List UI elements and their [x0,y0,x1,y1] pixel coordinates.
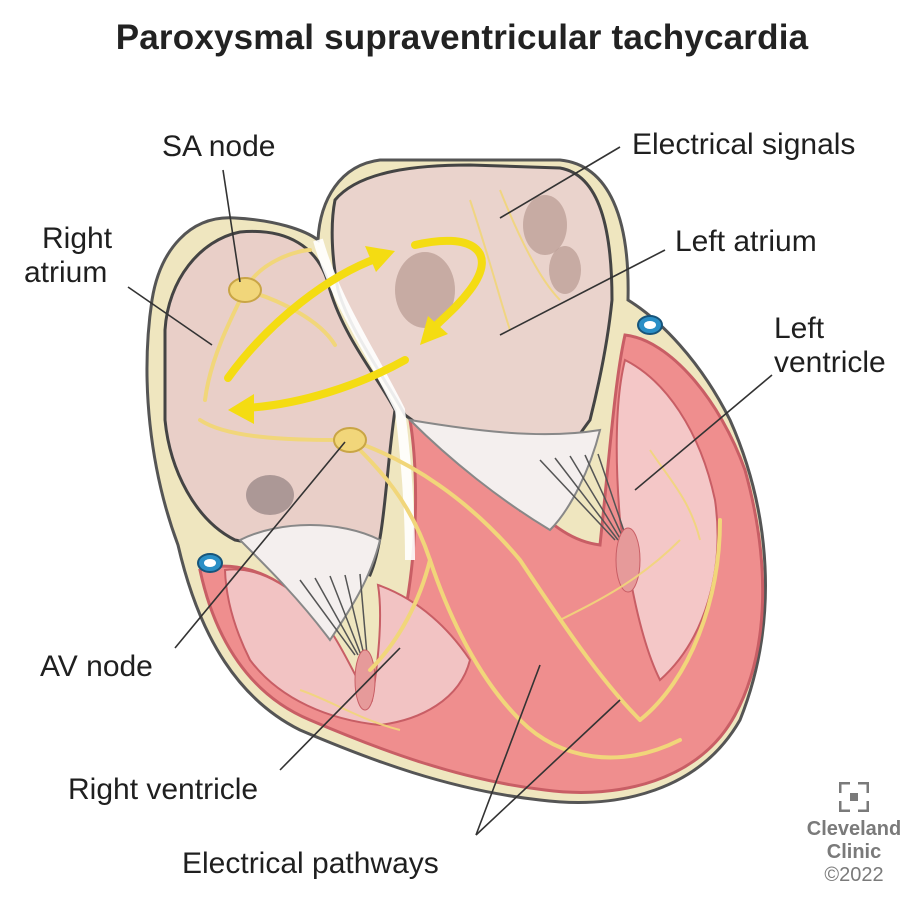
pulmonary-vein-opening [395,252,455,328]
brand-name-line2: Clinic [826,841,882,863]
label-sa-node: SA node [162,130,276,163]
papillary-muscle [354,649,376,711]
label-right-atrium-line2: atrium [24,256,108,289]
label-right-ventricle: Right ventricle [68,773,259,806]
arrow-heads [228,246,448,424]
brand-name-line1: Cleveland [806,818,902,840]
papillary-muscle [615,527,641,593]
cleveland-clinic-logo: Cleveland Clinic ©2022 [806,782,902,887]
copyright-notice: ©2022 [824,864,884,886]
interatrial-septum [313,238,415,561]
vena-cava-opening [246,475,294,515]
leader-lines [127,146,773,836]
signal-arrows [224,236,486,412]
cleveland-clinic-logo-icon [839,782,869,812]
label-left-ventricle-line1: Left [774,312,825,345]
label-right-atrium-line1: Right [42,222,113,255]
label-electrical-signals: Electrical signals [632,128,856,161]
chordae-tendineae [299,453,628,656]
coronary-vessel [197,553,223,573]
diagram-title: Paroxysmal supraventricular tachycardia [115,18,809,57]
coronary-vessel [637,315,663,335]
label-av-node: AV node [40,650,153,683]
pulmonary-vein-opening [549,246,581,294]
label-left-atrium: Left atrium [675,225,817,258]
label-electrical-pathways: Electrical pathways [182,847,439,880]
mitral-valve [407,418,602,532]
sa-node [228,277,262,303]
thin-pathways [299,189,701,731]
pulmonary-vein-opening [523,195,567,255]
label-left-ventricle-line2: ventricle [774,346,886,379]
